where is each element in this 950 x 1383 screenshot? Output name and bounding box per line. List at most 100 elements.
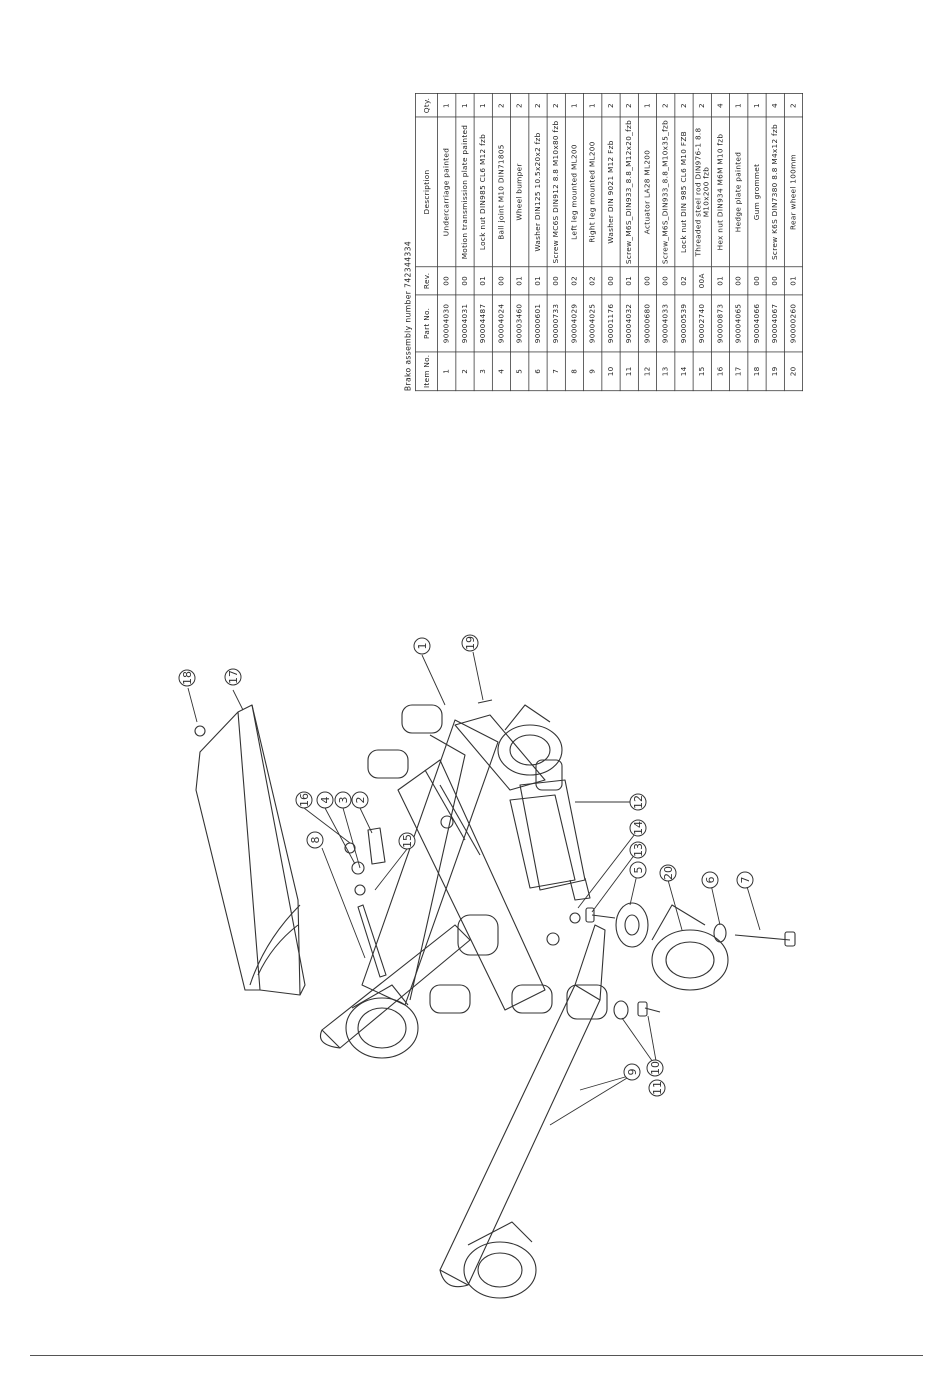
cell-qty: 4 xyxy=(766,93,785,118)
svg-text:20: 20 xyxy=(662,866,675,880)
cell-rev: 01 xyxy=(620,266,639,295)
svg-text:6: 6 xyxy=(704,877,717,884)
undercarriage xyxy=(361,704,560,1014)
cell-qty: 2 xyxy=(674,93,694,118)
callout-8: 8 xyxy=(306,831,324,849)
cell-qty: 2 xyxy=(547,93,566,118)
cell-qty: 1 xyxy=(747,93,767,118)
callout-11: 11 xyxy=(648,1079,666,1097)
svg-text:19: 19 xyxy=(464,636,477,650)
callout-5: 5 xyxy=(629,861,647,879)
cell-part: 90000873 xyxy=(711,294,730,352)
footer-divider xyxy=(30,1355,923,1356)
bom-table: Item No. Part No. Rev. Description Qty. … xyxy=(415,93,803,391)
cell-part: 90001176 xyxy=(601,294,621,352)
cell-item: 18 xyxy=(747,351,767,391)
callout-10: 10 xyxy=(646,1059,664,1077)
cell-rev: 01 xyxy=(711,266,730,295)
svg-text:17: 17 xyxy=(227,670,240,684)
cell-desc: Screw_M6S_DIN933_8.8_M10x35_fzb xyxy=(656,117,675,267)
callout-7: 7 xyxy=(736,871,754,889)
cell-rev: 00 xyxy=(547,266,566,295)
cell-item: 19 xyxy=(766,351,785,391)
callout-14: 14 xyxy=(629,819,647,837)
cell-rev: 00A xyxy=(693,266,712,295)
cell-rev: 02 xyxy=(565,266,584,295)
cell-part: 90000601 xyxy=(528,294,548,352)
cell-desc: Hedge plate painted xyxy=(729,117,748,267)
callout-12: 12 xyxy=(629,793,647,811)
svg-text:18: 18 xyxy=(181,671,194,685)
callout-20: 20 xyxy=(659,864,677,882)
cell-rev: 00 xyxy=(455,266,475,295)
cell-desc: Gum grommet xyxy=(747,117,767,267)
cell-desc: Screw MC6S DIN912 8.8 M10x80 fzb xyxy=(547,117,566,267)
callout-13: 13 xyxy=(629,841,647,859)
wheel-bumper xyxy=(615,902,649,948)
cell-desc: Ball joint M10 DIN71805 xyxy=(492,117,511,267)
cell-part: 90000260 xyxy=(784,294,803,352)
cell-item: 8 xyxy=(565,351,584,391)
cell-item: 11 xyxy=(620,351,639,391)
cell-rev: 00 xyxy=(437,266,456,295)
threaded-rod xyxy=(357,904,387,978)
svg-text:11: 11 xyxy=(651,1081,664,1095)
cell-rev: 01 xyxy=(474,266,493,295)
cell-desc: Washer DIN 9021 M12 Fzb xyxy=(601,117,621,267)
callout-16: 16 xyxy=(295,791,313,809)
cell-desc: Threaded steel rod DIN976-1 8.8 M10x200 … xyxy=(693,117,712,267)
bom-title: Brako assembly number 742344334 xyxy=(404,240,413,392)
bom-header-row: Item No. Part No. Rev. Description Qty. xyxy=(415,93,438,391)
header-qty: Qty. xyxy=(415,93,438,118)
actuator xyxy=(509,759,591,901)
cell-part: 90004024 xyxy=(492,294,511,352)
cell-item: 10 xyxy=(601,351,621,391)
svg-text:16: 16 xyxy=(298,793,311,807)
cell-part: 90000539 xyxy=(674,294,694,352)
cell-rev: 01 xyxy=(510,266,529,295)
header-item-no: Item No. xyxy=(415,351,438,391)
caster-wheel-front-left xyxy=(345,984,419,1059)
cell-part: 90004065 xyxy=(729,294,748,352)
cell-item: 7 xyxy=(547,351,566,391)
rear-wheel-100mm xyxy=(651,904,729,991)
svg-text:15: 15 xyxy=(401,834,414,848)
cell-item: 2 xyxy=(455,351,475,391)
cell-desc: Hex nut DIN934 M6M M10 fzb xyxy=(711,117,730,267)
svg-text:5: 5 xyxy=(632,867,645,874)
cell-qty: 1 xyxy=(729,93,748,118)
cell-item: 5 xyxy=(510,351,529,391)
cell-part: 90004067 xyxy=(766,294,785,352)
cell-desc: Rear wheel 100mm xyxy=(784,117,803,267)
cell-part: 90004066 xyxy=(747,294,767,352)
cell-desc: Left leg mounted ML200 xyxy=(565,117,584,267)
cell-qty: 2 xyxy=(510,93,529,118)
cell-rev: 02 xyxy=(674,266,694,295)
cell-item: 12 xyxy=(638,351,657,391)
cell-part: 90004487 xyxy=(474,294,493,352)
callout-18: 18 xyxy=(178,669,196,687)
cell-part: 90004031 xyxy=(455,294,475,352)
header-description: Description xyxy=(415,117,438,267)
cell-part: 90003460 xyxy=(510,294,529,352)
cell-rev: 00 xyxy=(729,266,748,295)
cell-item: 4 xyxy=(492,351,511,391)
cell-desc: Screw K6S DIN7380 8.8 M4x12 fzb xyxy=(766,117,785,267)
cell-rev: 00 xyxy=(656,266,675,295)
left-leg xyxy=(319,924,471,1049)
cell-qty: 2 xyxy=(620,93,639,118)
callout-2: 2 xyxy=(351,791,369,809)
callout-3: 3 xyxy=(334,791,352,809)
